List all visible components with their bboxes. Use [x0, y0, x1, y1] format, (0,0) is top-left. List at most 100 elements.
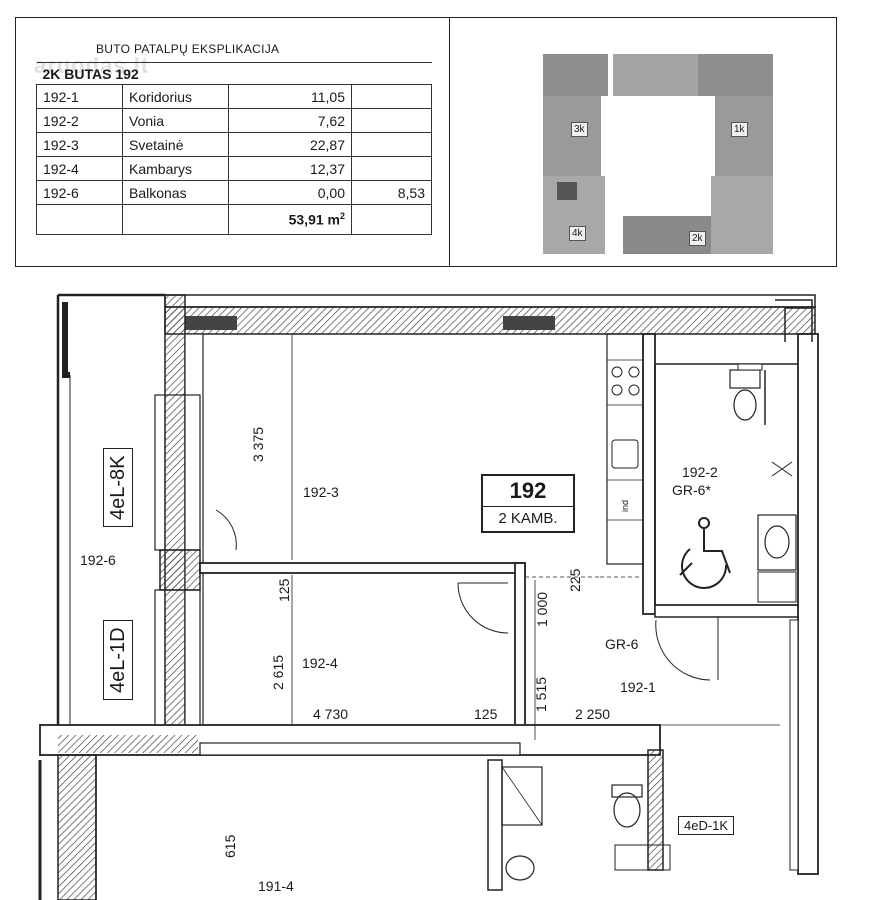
empty-cell: [36, 204, 123, 235]
table-row: 192-6 Balkonas 0,00 8,53: [36, 180, 432, 205]
total-area-unit-sup: 2: [339, 211, 345, 222]
table-row: 192-2 Vonia 7,62: [36, 108, 432, 133]
key-label-3k: 3k: [571, 122, 588, 137]
key-block: [543, 54, 608, 96]
apartment-label-box: 192 2 KAMB.: [481, 474, 575, 533]
apartment-heading: 2K BUTAS 192: [36, 62, 432, 85]
room-extra: [351, 84, 432, 109]
bath-door-frame: [737, 363, 763, 371]
drain-icon: [771, 461, 793, 477]
room-label-neighbor: 191-4: [258, 878, 294, 894]
room-label-balcony: 192-6: [80, 552, 116, 568]
room-label-living: 192-3: [303, 484, 339, 500]
door-swing: [215, 509, 237, 551]
table-row: 192-3 Svetainė 22,87: [36, 132, 432, 157]
dim-wall-1: 125: [276, 578, 292, 602]
table-total-row: 53,91 m2: [36, 204, 432, 235]
toilet-tank-icon: [729, 369, 761, 389]
left-wall: [164, 294, 186, 736]
room-extra: [351, 156, 432, 181]
right-wall: [797, 333, 819, 875]
room-area: 0,00: [228, 180, 352, 205]
table-row: 192-1 Koridorius 11,05: [36, 84, 432, 109]
balcony-rail: [62, 302, 70, 378]
bath-cabinet: [757, 571, 797, 603]
wc-fixture: [614, 844, 671, 871]
balcony-tag-bottom: 4eL-1D: [103, 620, 133, 700]
column: [159, 549, 201, 591]
dim-bedroom-width: 4 730: [313, 706, 349, 722]
explication-frame: BUTO PATALPŲ EKSPLIKACIJA aruodas.lt 2K …: [15, 17, 837, 267]
key-block: [698, 54, 773, 96]
dim-corridor-a: 1 000: [534, 591, 550, 627]
dim-wall-2: 125: [474, 706, 498, 722]
balcony-window: [154, 394, 201, 551]
outer-wall-top: [164, 294, 816, 308]
right-wall-inner: [789, 619, 799, 871]
table-heading-row: 2K BUTAS 192: [36, 62, 432, 85]
room-name: Svetainė: [122, 132, 229, 157]
room-name: Vonia: [122, 108, 229, 133]
dim-living-depth: 3 375: [250, 426, 266, 462]
dim-neighbor-depth: 615: [222, 834, 238, 858]
empty-cell: [351, 204, 432, 235]
lower-left-wall: [487, 759, 503, 891]
lower-left-column: [57, 754, 97, 900]
room-id: 192-2: [36, 108, 123, 133]
stove-burner-icon: [611, 384, 623, 396]
room-id: 192-3: [36, 132, 123, 157]
room-extra: 8,53: [351, 180, 432, 205]
room-extra: [351, 108, 432, 133]
stove-burner-icon: [628, 384, 640, 396]
key-label-4k: 4k: [569, 226, 586, 241]
total-area-value: 53,91 m: [288, 211, 340, 228]
stove-burner-icon: [611, 366, 623, 378]
sink-icon: [611, 439, 639, 469]
kitchen-mark: ind: [620, 499, 630, 512]
dim-corridor-width: 2 250: [575, 706, 611, 722]
door-swing: [655, 619, 711, 681]
room-label-corridor: 192-1: [620, 679, 656, 695]
bath-gr-label: GR-6*: [672, 482, 711, 498]
key-label-2k: 2k: [689, 231, 706, 246]
dim-bedroom-depth: 2 615: [270, 654, 286, 690]
dim-corridor-b: 1 515: [533, 676, 549, 712]
room-name: Balkonas: [122, 180, 229, 205]
basin-bowl-icon: [764, 525, 790, 559]
bath-wall: [642, 333, 656, 615]
stove-burner-icon: [628, 366, 640, 378]
room-area: 22,87: [228, 132, 352, 157]
room-extra: [351, 132, 432, 157]
total-area: 53,91 m2: [228, 204, 352, 235]
kitchen-counter: [606, 333, 644, 565]
room-id: 192-1: [36, 84, 123, 109]
bottom-wall-hatched: [58, 735, 198, 753]
partition-wall: [199, 562, 526, 574]
sink-icon: [505, 855, 535, 881]
outer-wall-top-hatched: [164, 306, 816, 335]
room-name: Kambarys: [122, 156, 229, 181]
wheelchair-icon: [679, 517, 731, 589]
explication-title: BUTO PATALPŲ EKSPLIKACIJA: [96, 42, 280, 56]
key-plan: 3k 1k 4k 2k: [543, 54, 775, 254]
bedroom-wall: [514, 562, 526, 744]
room-label-bedroom: 192-4: [302, 655, 338, 671]
floor-plan: 4eL-8K 4eL-1D 192-6 3 375 192-3 125 2 61…: [0, 280, 870, 900]
toilet-icon: [613, 792, 641, 828]
apartment-number: 192: [483, 476, 573, 507]
shaft: [775, 299, 813, 342]
washbasin-icon: [757, 514, 797, 571]
room-area: 12,37: [228, 156, 352, 181]
balcony-tag-top: 4eL-8K: [103, 448, 133, 527]
wc-wall: [647, 749, 664, 871]
room-area: 11,05: [228, 84, 352, 109]
corridor-gr-label: GR-6: [605, 636, 639, 652]
key-block: [613, 54, 698, 96]
room-id: 192-6: [36, 180, 123, 205]
wc-tag: 4eD-1K: [678, 816, 735, 835]
floor-plan-drawing: [38, 293, 819, 900]
explication-table: 2K BUTAS 192 192-1 Koridorius 11,05 192-…: [36, 62, 432, 235]
toilet-tank-icon: [611, 784, 643, 798]
rooms-count: 2 KAMB.: [498, 510, 558, 527]
shower: [501, 766, 543, 826]
